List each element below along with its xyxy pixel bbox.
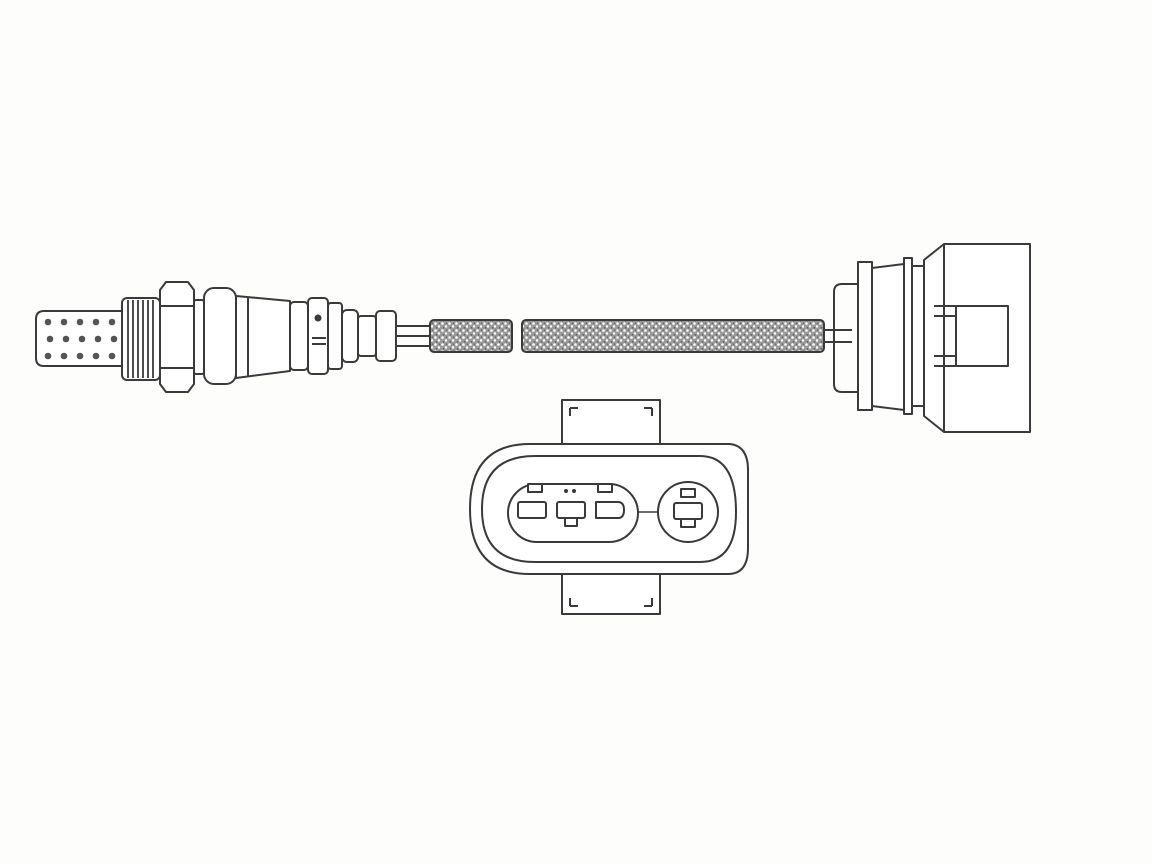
braided-cable xyxy=(429,319,825,353)
cavity-pin-3 xyxy=(595,483,625,519)
connector-flange xyxy=(903,257,913,415)
connector-ring xyxy=(911,265,925,407)
cavity-pin-1 xyxy=(517,483,547,519)
sensor-collar xyxy=(193,287,237,385)
connector-lock-tab xyxy=(955,305,1009,367)
front-view-bottom-latch xyxy=(561,567,661,615)
front-view-triple-cavity xyxy=(507,483,639,543)
connector-front-view xyxy=(469,399,749,615)
connector-side-view xyxy=(824,243,1031,433)
sensor-thread xyxy=(121,297,161,381)
sensor-perforated-tip xyxy=(35,310,123,367)
tip-vent-holes xyxy=(44,318,118,360)
sensor-hex-nut xyxy=(159,281,195,393)
connector-rear-shell xyxy=(871,263,905,411)
braided-cable-segment-short xyxy=(429,319,513,353)
sensor-wire-exit xyxy=(396,325,432,347)
sensor-crimp-sleeve xyxy=(289,297,397,375)
sensor-barrel xyxy=(235,295,291,379)
connector-rear-cap xyxy=(857,261,873,411)
braided-cable-segment-long xyxy=(521,319,825,353)
cavity-pin-2 xyxy=(556,489,586,527)
front-view-top-latch xyxy=(561,399,661,451)
connector-latch xyxy=(833,283,858,393)
front-view-single-cavity xyxy=(657,481,719,543)
sensor-body xyxy=(35,281,432,393)
